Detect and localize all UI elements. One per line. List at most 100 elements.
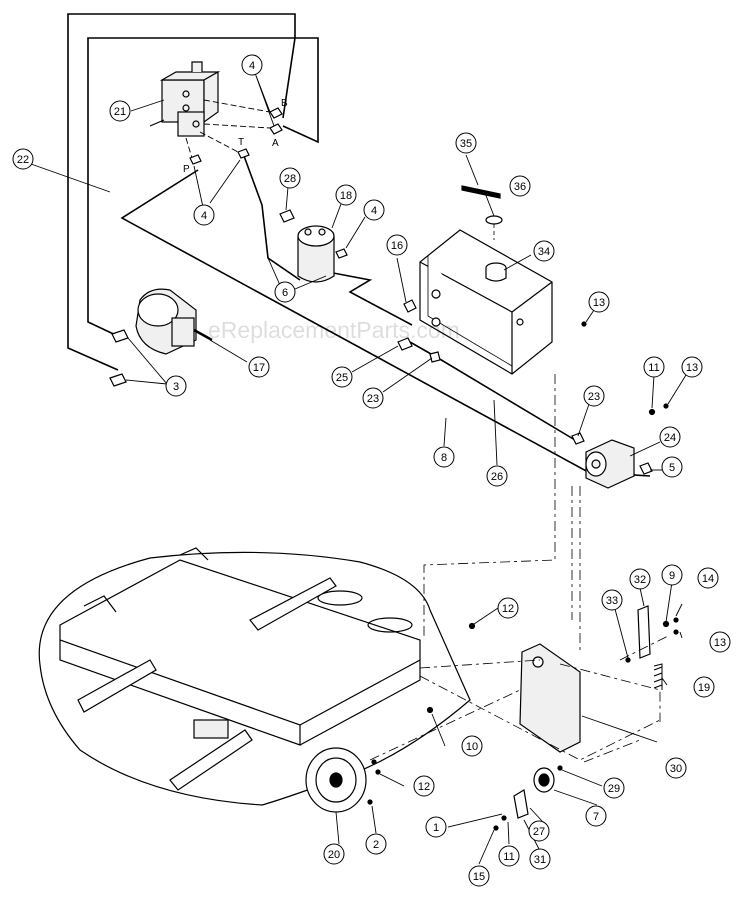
svg-text:9: 9 xyxy=(669,570,675,582)
callout-23-left[interactable]: 23 xyxy=(362,387,384,409)
callout-24[interactable]: 24 xyxy=(659,426,681,448)
svg-text:24: 24 xyxy=(664,432,676,444)
idler-arm xyxy=(513,789,529,819)
svg-text:14: 14 xyxy=(702,573,714,585)
callout-20[interactable]: 20 xyxy=(323,843,345,865)
callout-11-bottom[interactable]: 11 xyxy=(498,845,520,867)
small-hardware xyxy=(367,321,679,831)
svg-text:17: 17 xyxy=(253,362,265,374)
callout-1[interactable]: 1 xyxy=(425,816,447,838)
svg-text:33: 33 xyxy=(606,595,618,607)
deck-slot xyxy=(367,617,413,633)
fill-cap xyxy=(485,215,503,225)
control-valve xyxy=(149,61,221,137)
callout-3[interactable]: 3 xyxy=(165,375,187,397)
decal xyxy=(461,185,501,199)
port-label-p: P xyxy=(183,164,190,175)
svg-text:35: 35 xyxy=(460,138,472,150)
tank-body xyxy=(419,229,553,375)
callout-17[interactable]: 17 xyxy=(248,356,270,378)
callout-28[interactable]: 28 xyxy=(279,167,301,189)
callout-22[interactable]: 22 xyxy=(12,148,34,170)
callout-18[interactable]: 18 xyxy=(335,184,357,206)
deck-slot xyxy=(317,590,363,606)
callout-16[interactable]: 16 xyxy=(386,234,408,256)
svg-text:13: 13 xyxy=(686,362,698,374)
port-label-b: B xyxy=(281,98,288,109)
callout-5[interactable]: 5 xyxy=(661,456,683,478)
svg-text:7: 7 xyxy=(593,811,599,823)
callout-9[interactable]: 9 xyxy=(661,564,683,586)
callout-25[interactable]: 25 xyxy=(331,366,353,388)
svg-text:13: 13 xyxy=(714,637,726,649)
callout-36[interactable]: 36 xyxy=(509,175,531,197)
svg-text:4: 4 xyxy=(249,60,255,72)
callout-32[interactable]: 32 xyxy=(629,568,651,590)
svg-text:26: 26 xyxy=(491,471,503,483)
callout-30[interactable]: 30 xyxy=(665,757,687,779)
hose-6-upper xyxy=(243,155,301,281)
mounting-plate xyxy=(519,643,581,753)
svg-text:10: 10 xyxy=(466,741,478,753)
callout-2[interactable]: 2 xyxy=(365,833,387,855)
tank-decal-and-cap xyxy=(461,185,503,240)
svg-text:28: 28 xyxy=(284,173,296,185)
callout-13-top[interactable]: 13 xyxy=(588,291,610,313)
hydraulic-tank xyxy=(419,229,553,375)
callout-27[interactable]: 27 xyxy=(528,820,550,842)
callout-15[interactable]: 15 xyxy=(468,865,490,887)
callout-19[interactable]: 19 xyxy=(693,676,715,698)
callout-23-right[interactable]: 23 xyxy=(583,385,605,407)
hydraulic-pump xyxy=(585,439,653,489)
svg-text:16: 16 xyxy=(391,240,403,252)
svg-text:29: 29 xyxy=(608,783,620,795)
hose-22-outer xyxy=(67,13,296,371)
svg-text:30: 30 xyxy=(670,763,682,775)
svg-text:2: 2 xyxy=(373,839,379,851)
svg-text:5: 5 xyxy=(669,462,675,474)
svg-text:32: 32 xyxy=(634,574,646,586)
watermark: eReplacementParts.com xyxy=(208,317,460,343)
callout-11-top[interactable]: 11 xyxy=(643,356,665,378)
callout-34[interactable]: 34 xyxy=(533,240,555,262)
svg-text:25: 25 xyxy=(336,372,348,384)
callout-10[interactable]: 10 xyxy=(461,735,483,757)
mower-deck xyxy=(38,547,471,806)
callout-14[interactable]: 14 xyxy=(697,567,719,589)
svg-text:8: 8 xyxy=(441,452,447,464)
svg-text:23: 23 xyxy=(367,393,379,405)
valve-fittings xyxy=(189,107,283,165)
hydraulic-filter xyxy=(279,209,348,283)
callout-12-upper[interactable]: 12 xyxy=(497,597,519,619)
callout-7[interactable]: 7 xyxy=(585,805,607,827)
hydraulic-hoses xyxy=(67,13,651,477)
svg-text:3: 3 xyxy=(173,381,179,393)
callout-35[interactable]: 35 xyxy=(455,132,477,154)
callout-33[interactable]: 33 xyxy=(601,589,623,611)
hose-6-lower xyxy=(327,271,413,326)
idler-bracket xyxy=(637,605,651,659)
callout-26[interactable]: 26 xyxy=(486,465,508,487)
valve-port-labels: A B T P xyxy=(183,98,288,175)
svg-text:11: 11 xyxy=(503,851,514,863)
callout-8[interactable]: 8 xyxy=(433,446,455,468)
callout-31[interactable]: 31 xyxy=(529,848,551,870)
callout-6[interactable]: 6 xyxy=(274,281,296,303)
svg-text:4: 4 xyxy=(371,205,377,217)
callout-13-mid[interactable]: 13 xyxy=(681,356,703,378)
svg-text:27: 27 xyxy=(533,826,545,838)
callout-4-top[interactable]: 4 xyxy=(241,54,263,76)
callout-13-low[interactable]: 13 xyxy=(709,631,731,653)
svg-text:1: 1 xyxy=(433,822,439,834)
callout-4-mid[interactable]: 4 xyxy=(193,204,215,226)
callout-29[interactable]: 29 xyxy=(603,777,625,799)
hose-22-inner xyxy=(87,37,319,339)
callout-21[interactable]: 21 xyxy=(109,100,131,122)
callout-4-right[interactable]: 4 xyxy=(363,199,385,221)
svg-text:12: 12 xyxy=(418,781,430,793)
svg-text:6: 6 xyxy=(282,287,288,299)
deck-pulley xyxy=(305,747,367,813)
callout-12-lower[interactable]: 12 xyxy=(413,775,435,797)
port-label-t: T xyxy=(238,137,244,148)
